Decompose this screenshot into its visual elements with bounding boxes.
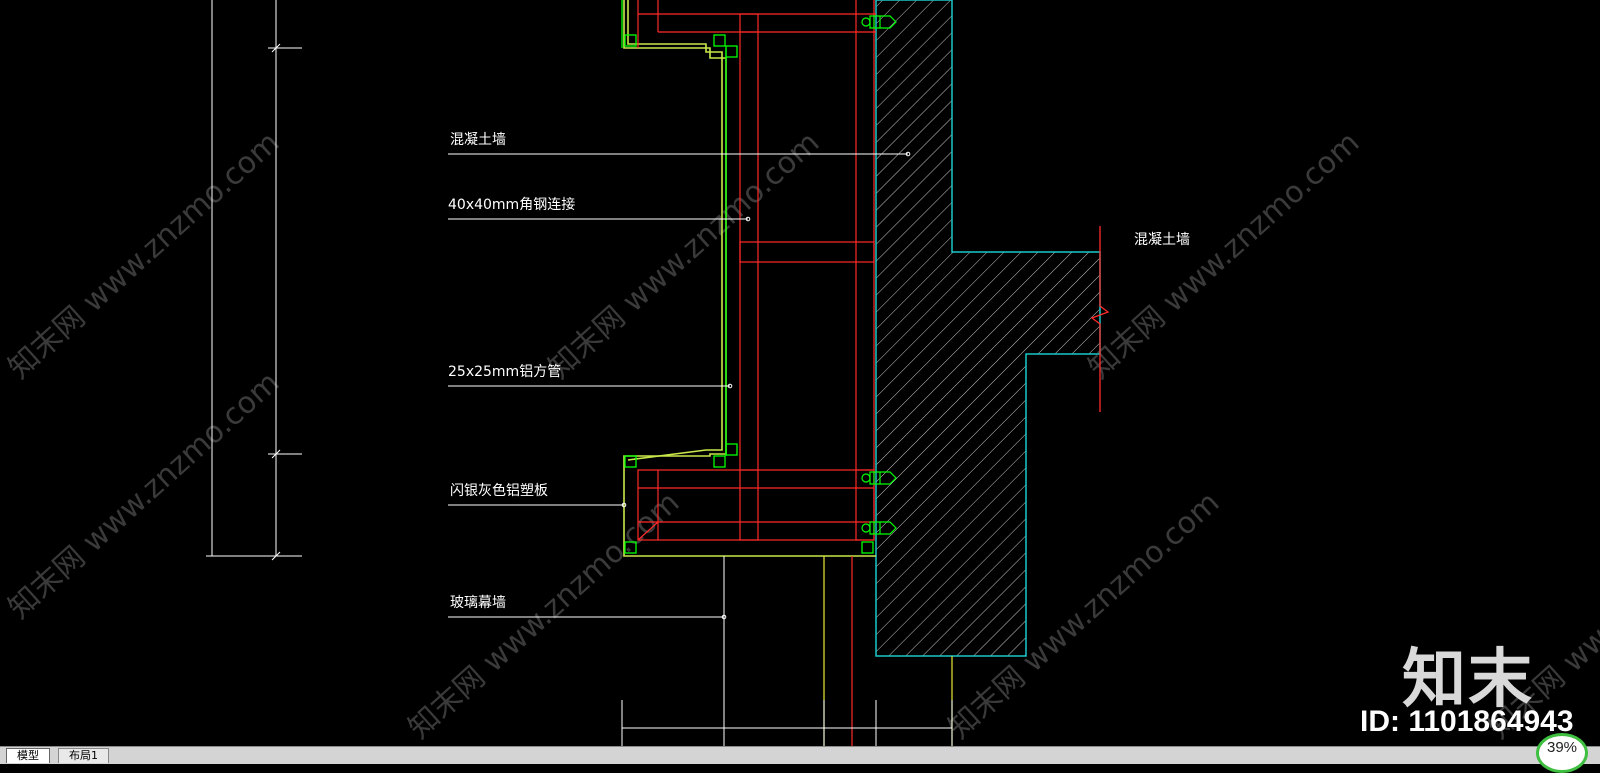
- bottom-dimension: [621, 700, 953, 746]
- watermark-pattern: 知末网 www.znzmo.com 知末网 www.znzmo.com 知末网 …: [2, 125, 1600, 746]
- cad-drawing-canvas[interactable]: 知末网 www.znzmo.com 知末网 www.znzmo.com 知末网 …: [0, 0, 1600, 746]
- leader-lines: [448, 151, 911, 746]
- label-concrete-wall-right: 混凝土墙: [1134, 232, 1190, 248]
- watermark-id: ID: 1101864943: [1360, 705, 1574, 738]
- aluminum-tube-squares: [621, 0, 874, 554]
- label-angle-steel: 40x40mm角钢连接: [448, 197, 576, 213]
- label-concrete-wall-left: 混凝土墙: [450, 132, 506, 148]
- zoom-badge[interactable]: 39%: [1536, 733, 1588, 773]
- concrete-wall: [875, 0, 1110, 657]
- label-alu-panel: 闪银灰色铝塑板: [450, 483, 548, 499]
- watermark-text: 知末网 www.znzmo.com: [1082, 125, 1366, 386]
- tab-layout1[interactable]: 布局1: [58, 748, 109, 763]
- zoom-value: 39%: [1546, 739, 1578, 756]
- label-alu-tube: 25x25mm铝方管: [448, 364, 562, 380]
- left-dimension: [206, 0, 302, 561]
- watermark-text: 知末网 www.znzmo.com: [402, 485, 686, 746]
- watermark-logo: 知末: [1402, 643, 1534, 717]
- steel-frame: [637, 0, 876, 746]
- watermark-text: 知末网 www.znzmo.com: [2, 365, 286, 626]
- anchor-bolts: [861, 15, 897, 535]
- watermark-text: 知末网 www.znzmo.com: [542, 125, 826, 386]
- tab-model[interactable]: 模型: [6, 748, 50, 763]
- layout-tab-bar: 模型 布局1: [0, 746, 1600, 764]
- label-glass-curtain: 玻璃幕墙: [450, 595, 506, 611]
- watermark-text: 知末网 www.znzmo.com: [2, 125, 286, 386]
